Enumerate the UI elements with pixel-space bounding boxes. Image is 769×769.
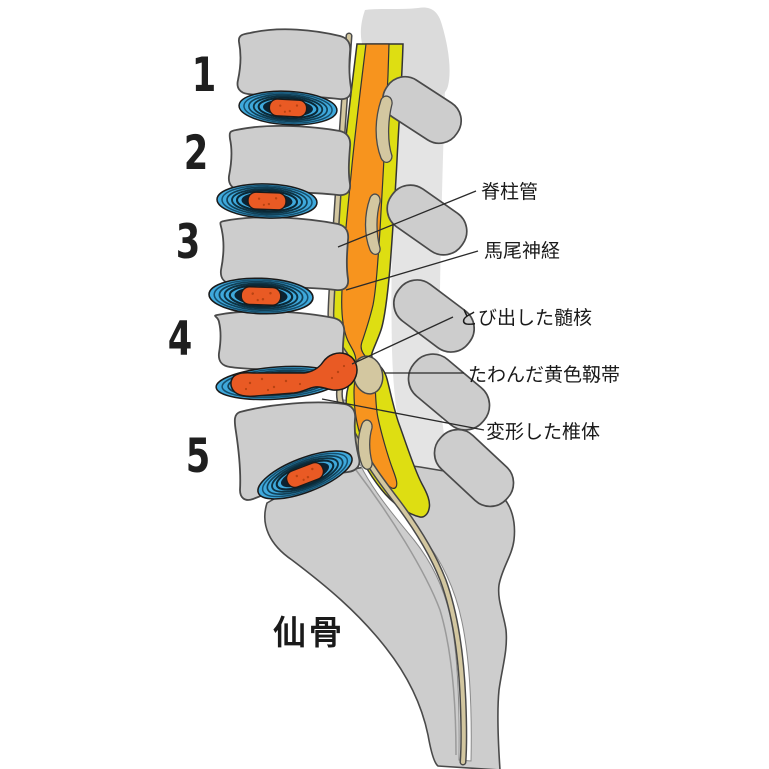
vertebra-number-1: 1 [192,47,217,102]
vertebra-body-1 [236,28,352,101]
ligament-piece-4 [357,419,373,470]
nucleus-texture [244,364,346,392]
spinous-process-3 [392,279,476,353]
ligament-piece-1 [375,95,393,163]
label-cauda-equina: 馬尾神経 [484,240,560,262]
label-protruded-nucleus: とび出した髄核 [459,307,592,329]
svg-text:2: 2 [184,125,209,180]
longitudinal-ligament-strip [327,32,468,766]
label-spinal-canal: 脊柱管 [481,181,538,203]
vertebra-number-2: 2 [184,125,209,180]
vertebra-number-5: 5 [186,428,211,483]
leader-protruded-nucleus [351,316,454,365]
ligament-pieces [352,95,393,470]
sacrum-bone [263,464,516,769]
protruded-nucleus [230,352,358,398]
svg-text:5: 5 [186,428,211,483]
svg-text:3: 3 [176,214,201,269]
vertebra-body-5 [233,401,361,501]
spinous-processes [381,75,515,508]
label-sacrum: 仙骨 [273,613,345,652]
top-arch-shading [360,7,450,97]
svg-text:1: 1 [192,47,217,102]
leader-cauda-equina [345,250,479,291]
vertebral-bodies [214,28,361,501]
spinous-process-5 [433,428,515,508]
vertebra-body-2 [227,125,352,197]
leader-lines [321,190,485,431]
leader-deformed-vertebra [321,398,485,431]
leader-spinal-canal [337,190,477,248]
spinous-process-1 [381,75,463,145]
label-deformed-vertebra: 変形した椎体 [486,421,600,443]
label-slack-ligament: たわんだ黄色靱帯 [468,364,620,386]
vertebra-body-3 [219,216,350,292]
spinous-process-2 [386,184,468,256]
disc-4-herniated [215,352,358,401]
vertebra-number-3: 3 [176,214,201,269]
svg-text:4: 4 [168,311,193,366]
vertebra-number-4: 4 [168,311,193,366]
